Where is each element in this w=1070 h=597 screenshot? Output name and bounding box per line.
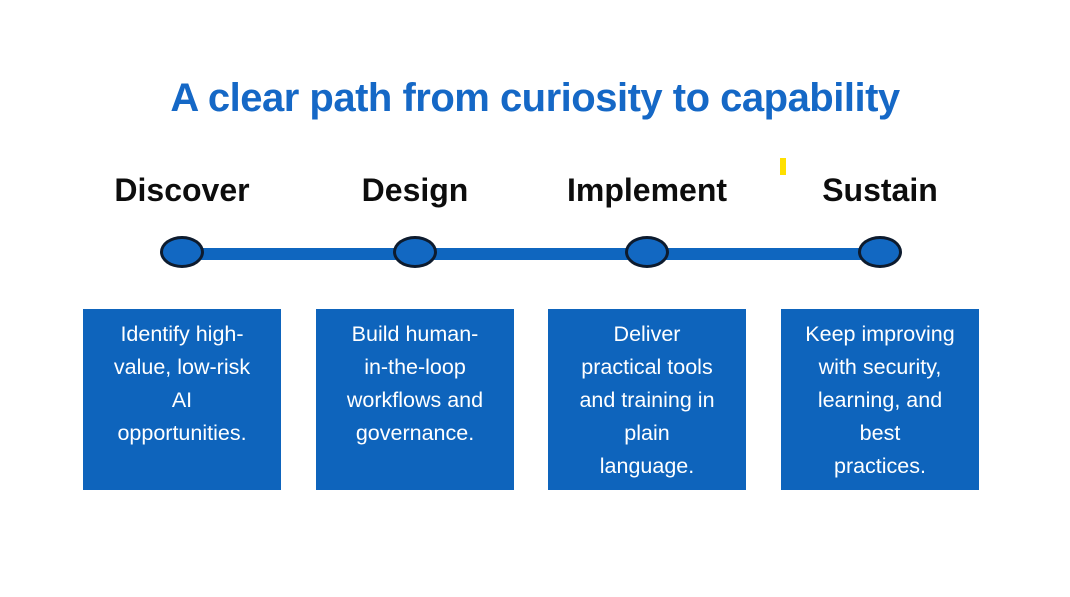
timeline-marker-implement [625, 236, 669, 268]
stage-description-discover: Identify high- value, low-risk AI opport… [113, 322, 251, 445]
yellow-accent-tick [780, 158, 786, 175]
timeline-marker-design [393, 236, 437, 268]
stage-label-design: Design [361, 172, 469, 208]
stage-box-implement: Deliver practical tools and training in … [548, 309, 746, 490]
stage-box-sustain: Keep improving with security, learning, … [781, 309, 979, 490]
stage-description-sustain: Keep improving with security, learning, … [805, 322, 955, 478]
stage-description-design: Build human- in-the-loop workflows and g… [346, 322, 484, 445]
stage-label-sustain: Sustain [822, 172, 938, 208]
stage-label-discover: Discover [114, 172, 250, 208]
stage-box-design: Build human- in-the-loop workflows and g… [316, 309, 514, 490]
stage-label-implement: Implement [566, 172, 728, 208]
stage-box-discover: Identify high- value, low-risk AI opport… [83, 309, 281, 490]
stage-description-implement: Deliver practical tools and training in … [579, 322, 715, 478]
timeline-marker-discover [160, 236, 204, 268]
timeline-line [182, 248, 880, 260]
timeline-marker-sustain [858, 236, 902, 268]
slide-title: A clear path from curiosity to capabilit… [170, 76, 900, 120]
